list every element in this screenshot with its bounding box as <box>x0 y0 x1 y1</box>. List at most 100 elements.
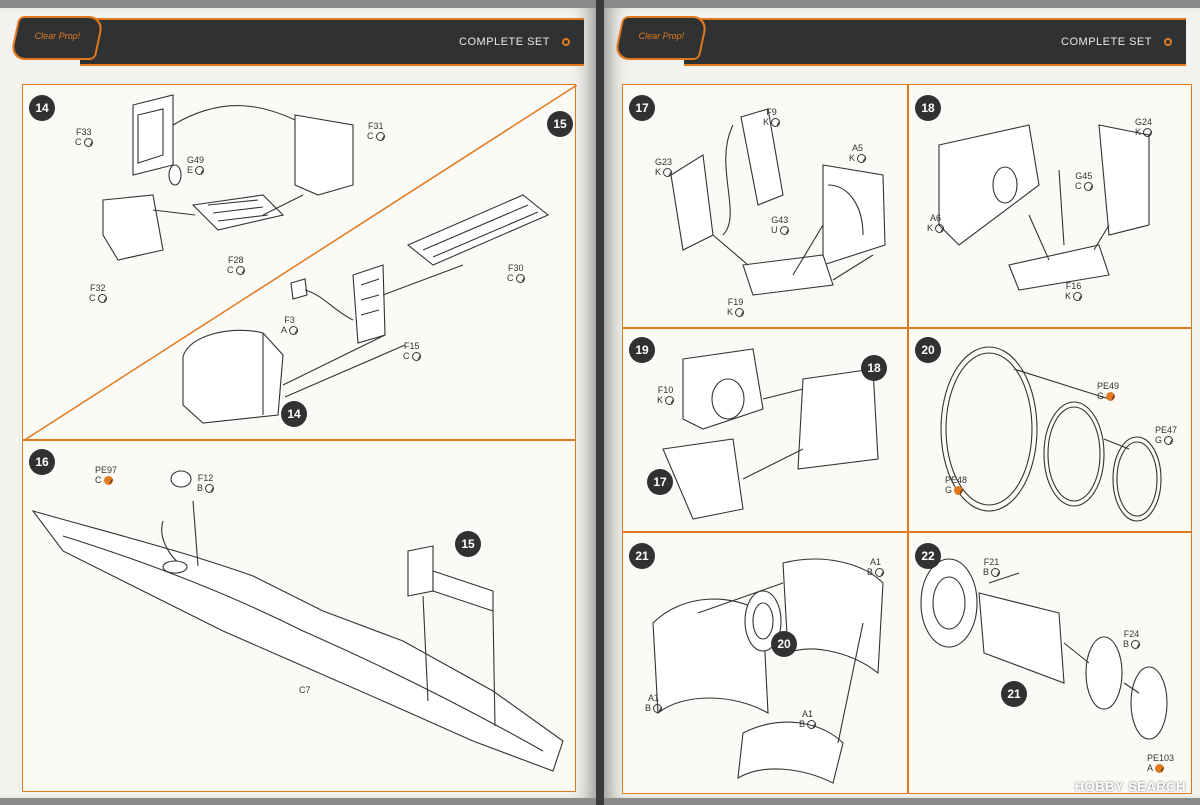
watermark: HOBBY SEARCH <box>1074 779 1186 794</box>
step-16-badge: 16 <box>29 449 55 475</box>
step-19-illustration <box>662 348 879 520</box>
glue-icon <box>1164 436 1174 446</box>
step-17-badge: 17 <box>629 95 655 121</box>
step-22-illustration <box>920 558 1168 740</box>
glue-icon <box>663 168 673 178</box>
step-21-reference-badge: 21 <box>1001 681 1027 707</box>
glue-icon <box>205 484 215 494</box>
step-14-reference-badge: 14 <box>281 401 307 427</box>
step-14-15-illustration <box>23 85 577 441</box>
step-15-badge: 15 <box>547 111 573 137</box>
step-18-illustration <box>938 124 1150 291</box>
left-header-bar: COMPLETE SET <box>80 18 584 66</box>
glue-icon <box>807 720 817 730</box>
part-C7: C7 <box>299 685 311 695</box>
brand-logo: Clear Prop! <box>613 16 709 60</box>
glue-icon <box>771 118 781 128</box>
step-18-reference-badge: 18 <box>861 355 887 381</box>
step-21-illustration <box>652 558 884 784</box>
step-14-badge: 14 <box>29 95 55 121</box>
glue-icon <box>411 352 421 362</box>
right-header-title: COMPLETE SET <box>1061 36 1152 48</box>
step-16-illustration <box>31 470 564 772</box>
glue-icon <box>665 396 675 406</box>
photo-etch-icon <box>1106 392 1116 402</box>
glue-icon <box>653 704 663 714</box>
glue-icon <box>83 138 93 148</box>
logo-text: Clear Prop! <box>34 31 81 41</box>
photo-etch-icon <box>954 486 964 496</box>
glue-icon <box>857 154 867 164</box>
glue-icon <box>195 166 205 176</box>
step-17-illustration <box>670 108 886 296</box>
glue-icon <box>1083 182 1093 192</box>
glue-icon <box>375 132 385 142</box>
glue-icon <box>289 326 299 336</box>
glue-icon <box>875 568 885 578</box>
logo-text: Clear Prop! <box>638 31 685 41</box>
step-17-reference-badge: 17 <box>647 469 673 495</box>
step-20-reference-badge: 20 <box>771 631 797 657</box>
step-22-badge: 22 <box>915 543 941 569</box>
header-dot-icon <box>1164 38 1172 46</box>
photo-etch-icon <box>103 476 113 486</box>
step-18-badge: 18 <box>915 95 941 121</box>
book-gutter <box>596 0 604 805</box>
brand-logo: Clear Prop! <box>9 16 105 60</box>
step-19-badge: 19 <box>629 337 655 363</box>
glue-icon <box>1143 128 1153 138</box>
right-header-bar: COMPLETE SET <box>684 18 1186 66</box>
glue-icon <box>97 294 107 304</box>
left-header-title: COMPLETE SET <box>459 36 550 48</box>
step-20-illustration <box>940 346 1162 522</box>
header-dot-icon <box>562 38 570 46</box>
step-21-badge: 21 <box>629 543 655 569</box>
glue-icon <box>235 266 245 276</box>
glue-icon <box>779 226 789 236</box>
photo-etch-icon <box>1155 764 1165 774</box>
glue-icon <box>515 274 525 284</box>
glue-icon <box>1073 292 1083 302</box>
glue-icon <box>935 224 945 234</box>
step-20-badge: 20 <box>915 337 941 363</box>
step-15-reference-badge: 15 <box>455 531 481 557</box>
glue-icon <box>735 308 745 318</box>
left-page: COMPLETE SET Clear Prop! <box>0 8 596 798</box>
glue-icon <box>991 568 1001 578</box>
